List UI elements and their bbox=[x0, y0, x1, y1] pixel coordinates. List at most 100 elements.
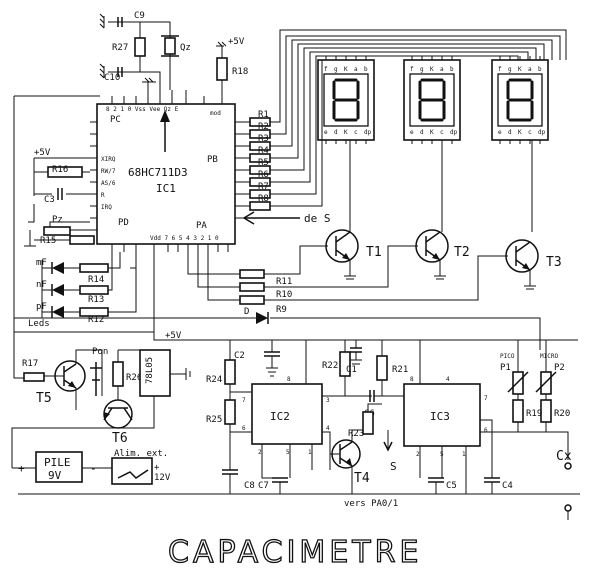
ic3-pin-bottom-c: 1 bbox=[462, 451, 466, 458]
label-c8: C8 bbox=[244, 481, 255, 491]
resistor-r26 bbox=[112, 361, 124, 387]
calibration-pots bbox=[507, 371, 557, 432]
ic3-pin-right-a: 7 bbox=[484, 395, 488, 402]
resistor-led-pf bbox=[79, 307, 109, 317]
label-r27: R27 bbox=[112, 43, 128, 53]
ground-icon bbox=[142, 77, 156, 96]
segment-label-top: g bbox=[334, 66, 338, 73]
mcu-pin-as: AS/6 bbox=[101, 180, 116, 187]
label-9v: 9V bbox=[48, 469, 62, 482]
switch-pon[interactable] bbox=[90, 362, 102, 396]
transistor-t3 bbox=[505, 239, 539, 290]
label-led-mf: mF bbox=[36, 258, 47, 268]
ic2-pin-bottom-b: 5 bbox=[286, 449, 290, 456]
segment-label-bottom: e bbox=[324, 129, 328, 136]
mcu-port-pd: PD bbox=[118, 218, 129, 228]
segment-label-top: f bbox=[498, 66, 502, 73]
segment-label-bottom: K bbox=[344, 129, 348, 136]
supply-plus5v-rail: +5V bbox=[165, 331, 182, 341]
supply-plus5v-left: +5V bbox=[34, 148, 51, 158]
crystal-qz bbox=[164, 37, 176, 55]
segment-label-top: g bbox=[420, 66, 424, 73]
ic3-pin-bottom-a: 2 bbox=[416, 451, 420, 458]
ic2-pin-right-a: 3 bbox=[326, 397, 330, 404]
mcu-pin-irq: IRQ bbox=[101, 204, 112, 211]
capacitor-c5 bbox=[428, 477, 444, 494]
label-s: S bbox=[390, 460, 397, 473]
jack-switch-icon bbox=[117, 469, 149, 479]
segment-label-top: a bbox=[528, 66, 532, 73]
segment-label-top: b bbox=[364, 66, 368, 73]
segment-label-top: K bbox=[344, 66, 348, 73]
label-pico: PICO bbox=[500, 353, 515, 360]
capacitor-c4 bbox=[484, 477, 500, 494]
label-r7: R7 bbox=[258, 182, 269, 192]
piezo-pz bbox=[43, 226, 71, 236]
transistor-t5 bbox=[44, 349, 103, 410]
label-12v: 12V bbox=[154, 473, 171, 483]
label-vers-pa: vers PA0/1 bbox=[344, 499, 398, 509]
resistor-r17 bbox=[23, 372, 45, 382]
capacitor-c3 bbox=[57, 188, 63, 200]
mcu-pin-r: R bbox=[101, 192, 105, 199]
label-c2: C2 bbox=[234, 351, 245, 361]
label-r21: R21 bbox=[392, 365, 408, 375]
resistor-r18 bbox=[216, 57, 228, 81]
ic3-pin-top-b: 4 bbox=[446, 376, 450, 383]
output-s-arrow bbox=[383, 430, 393, 452]
resistor-r21 bbox=[376, 355, 388, 381]
label-r18: R18 bbox=[232, 67, 248, 77]
resistors-r9-r11 bbox=[187, 252, 265, 305]
label-r16: R16 bbox=[52, 165, 68, 175]
segment-label-bottom: dp bbox=[450, 129, 458, 136]
mcu-mod-label: mod bbox=[210, 110, 221, 117]
resistor-r24 bbox=[224, 359, 236, 385]
supply-plus5v-top: +5V bbox=[228, 37, 245, 47]
mcu-ic1-body bbox=[96, 103, 236, 245]
top-supply bbox=[216, 41, 228, 96]
mcu-top-pin-labels: 8 2 1 0 Vss Vee Qz E bbox=[106, 106, 179, 113]
capacitor-c1 bbox=[350, 347, 362, 365]
resistor-led-mf bbox=[79, 263, 109, 273]
jack-plus: + bbox=[154, 463, 160, 473]
label-r4: R4 bbox=[258, 146, 269, 156]
segment-label-top: f bbox=[410, 66, 414, 73]
display-bus bbox=[270, 29, 567, 207]
mcu-bottom-pin-labels: Vdd 7 6 5 4 3 2 1 0 bbox=[150, 235, 219, 242]
label-r2: R2 bbox=[258, 122, 269, 132]
resistor-r27 bbox=[134, 37, 146, 57]
segment-label-bottom: K bbox=[430, 129, 434, 136]
ic2-pin-bottom-c: 1 bbox=[308, 449, 312, 456]
diagram-title: CAPACIMETRE bbox=[168, 535, 422, 570]
label-r9: R9 bbox=[276, 305, 287, 315]
capacitor-c2 bbox=[264, 351, 280, 377]
ic2-pin-bottom-a: 2 bbox=[258, 449, 262, 456]
transistor-t6 bbox=[103, 399, 133, 429]
input-from-s bbox=[242, 211, 300, 225]
mcu-right-pins bbox=[235, 121, 244, 219]
label-78l05: 78L05 bbox=[145, 357, 155, 384]
segment-label-top: K bbox=[430, 66, 434, 73]
resistor-r15 bbox=[69, 235, 95, 245]
segment-label-top: f bbox=[324, 66, 328, 73]
label-t5: T5 bbox=[36, 391, 52, 406]
main-5v-rail bbox=[153, 332, 578, 384]
label-c5: C5 bbox=[446, 481, 457, 491]
label-r13: R13 bbox=[88, 295, 104, 305]
label-t1: T1 bbox=[366, 245, 382, 260]
oscillator-section bbox=[99, 13, 179, 90]
segment-label-bottom: dp bbox=[364, 129, 372, 136]
segment-label-bottom: dp bbox=[538, 129, 546, 136]
mcu-left-pins bbox=[90, 121, 97, 231]
mcu-port-pa: PA bbox=[196, 221, 207, 231]
label-r14: R14 bbox=[88, 275, 104, 285]
segment-label-bottom: K bbox=[518, 129, 522, 136]
label-r3: R3 bbox=[258, 134, 269, 144]
label-c9: C9 bbox=[134, 11, 145, 21]
label-c10: C10 bbox=[104, 73, 120, 83]
segment-label-bottom: e bbox=[498, 129, 502, 136]
